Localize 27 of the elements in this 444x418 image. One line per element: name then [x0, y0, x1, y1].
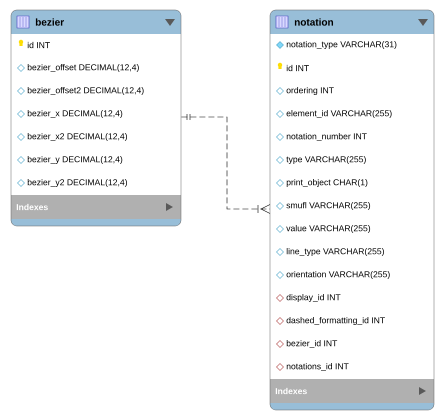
column-text: bezier_id INT	[286, 340, 338, 348]
column-text: value VARCHAR(255)	[286, 225, 370, 233]
column-text: bezier_offset2 DECIMAL(12,4)	[28, 87, 144, 95]
indexes-label: Indexes	[16, 204, 48, 210]
column-text: id INT	[28, 42, 50, 48]
column-text: line_type VARCHAR(255)	[286, 248, 384, 256]
column-text: dashed_formatting_id INT	[286, 317, 385, 326]
table-title: bezier	[36, 18, 64, 26]
column-text: type VARCHAR(255)	[286, 156, 366, 164]
column-text: smufl VARCHAR(255)	[286, 202, 370, 210]
column-text: display_id INT	[286, 294, 340, 302]
column-text: print_object CHAR(1)	[286, 179, 368, 188]
column-text: bezier_x2 DECIMAL(12,4)	[28, 133, 128, 141]
table-title: notation	[294, 18, 334, 26]
column-text: bezier_x DECIMAL(12,4)	[28, 110, 122, 118]
column-text: notations_id INT	[286, 363, 349, 371]
column-text: bezier_y DECIMAL(12,4)	[28, 156, 122, 164]
relationship-line	[181, 114, 270, 214]
column-text: orientation VARCHAR(255)	[286, 271, 390, 279]
column-text: bezier_y2 DECIMAL(12,4)	[28, 179, 128, 188]
column-text: bezier_offset DECIMAL(12,4)	[28, 64, 139, 72]
indexes-label: Indexes	[276, 388, 307, 394]
column-text: notation_number INT	[286, 133, 367, 141]
column-text: ordering INT	[286, 87, 334, 96]
column-text: notation_type VARCHAR(31)	[286, 41, 396, 50]
column-text: element_id VARCHAR(255)	[286, 110, 392, 118]
column-text: id INT	[286, 64, 309, 72]
